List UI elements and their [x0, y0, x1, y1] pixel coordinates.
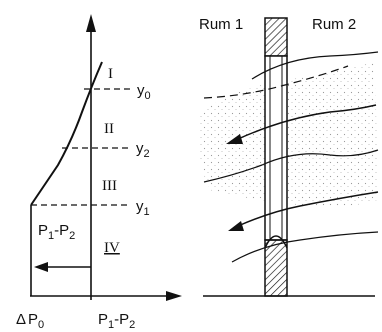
wall-top-hatched — [264, 17, 288, 57]
pressure-diff-label: P1-P2 — [38, 222, 75, 242]
streamline-arrowhead-1 — [226, 134, 243, 144]
level-label-y1: y1 — [136, 198, 150, 218]
zone-label-iii: III — [102, 178, 117, 194]
zone-label-i: I — [108, 66, 113, 82]
x-axis-arrowhead — [166, 291, 182, 301]
room-label-right: Rum 2 — [312, 16, 356, 33]
streamline-mid — [203, 149, 379, 183]
zone-label-ii: II — [104, 121, 114, 137]
wall-bottom-hatched — [264, 239, 288, 297]
streamline-bottom — [231, 231, 379, 263]
warm-air-region — [198, 62, 378, 207]
streamline-arrow-1 — [237, 104, 377, 140]
pressure-curve — [30, 61, 103, 206]
streamline-arrowhead-2 — [228, 221, 244, 231]
doorway-scene: Rum 1 Rum 2 — [198, 16, 379, 297]
level-label-y2: y2 — [136, 140, 150, 160]
y-axis-arrowhead — [86, 14, 96, 32]
streamline-top — [251, 51, 379, 80]
level-label-y0: y0 — [137, 82, 151, 102]
pressure-diff-arrowhead — [34, 262, 48, 272]
streamline-dashed — [203, 65, 349, 99]
room-label-left: Rum 1 — [199, 16, 243, 33]
x-axis-label-p1-p2: P1-P2 — [98, 311, 135, 331]
door-sill-arc — [264, 235, 288, 249]
streamline-arrow-2 — [237, 191, 379, 227]
zone-label-iv: IV — [104, 240, 120, 256]
